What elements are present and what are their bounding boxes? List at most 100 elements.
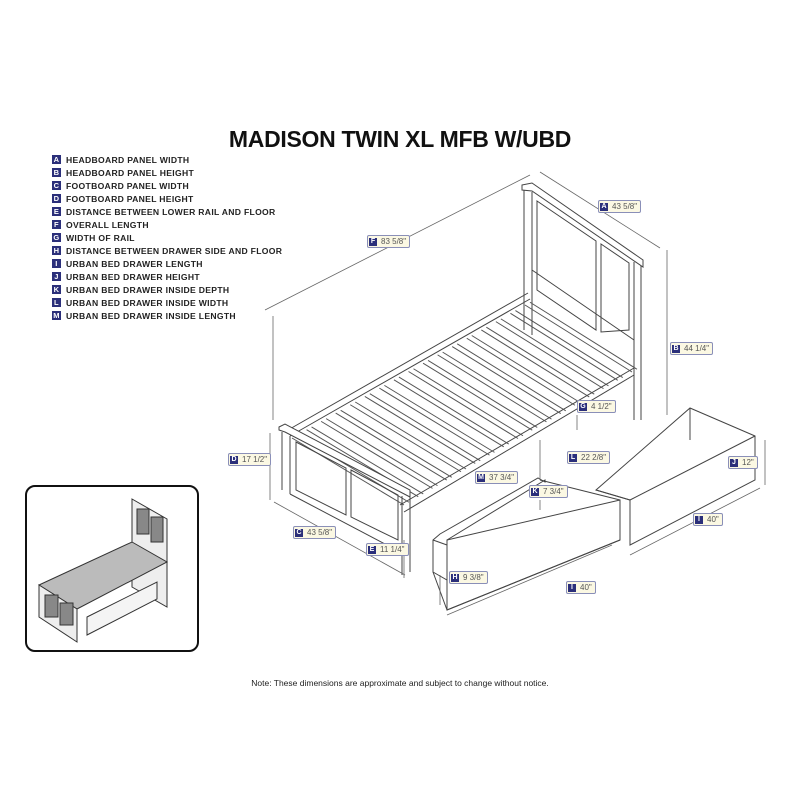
letter-badge: D [52,194,61,203]
slat-line [311,426,424,495]
letter-badge: H [451,573,459,582]
bed-frame [287,292,638,513]
slat-line [354,401,467,470]
dimension-tag-j: J 12" [728,456,758,469]
legend-item: L URBAN BED DRAWER INSIDE WIDTH [52,296,282,309]
letter-badge: E [368,545,376,554]
slat-line [369,393,481,462]
dimension-lines [264,171,766,616]
letter-badge: H [52,246,61,255]
letter-badge: I [568,583,576,592]
legend-text: URBAN BED DRAWER INSIDE DEPTH [66,284,230,295]
legend-text: URBAN BED DRAWER HEIGHT [66,271,200,282]
slat-line [437,354,547,423]
dimension-value: 40" [707,515,719,524]
slat-line [384,384,495,453]
letter-badge: M [52,311,61,320]
slat-line [427,360,538,428]
dimension-tag-g: G 4 1/2" [577,400,616,413]
letter-badge: G [52,233,61,242]
dimension-value: 43 5/8" [307,528,333,537]
legend-text: FOOTBOARD PANEL WIDTH [66,180,189,191]
slat-line [291,437,405,506]
dimension-value: 40" [580,583,592,592]
headboard [521,182,644,420]
slat-line [320,420,433,489]
legend-text: HEADBOARD PANEL WIDTH [66,154,190,165]
slat-line [364,396,476,464]
dimension-tag-i-front: I 40" [566,581,596,594]
legend-item: C FOOTBOARD PANEL WIDTH [52,179,282,192]
dimension-value: 44 1/4" [684,344,710,353]
letter-badge: D [230,455,238,464]
slat-line [481,329,590,398]
diagram-title: MADISON TWIN XL MFB W/UBD [228,126,572,152]
legend-text: URBAN BED DRAWER LENGTH [66,258,203,269]
legend-text: URBAN BED DRAWER INSIDE WIDTH [66,297,229,308]
letter-badge: G [579,402,587,411]
legend-item: H DISTANCE BETWEEN DRAWER SIDE AND FLOOR [52,244,282,257]
slat-line [451,346,562,414]
letter-badge: A [600,202,608,211]
drawer-front [432,477,621,611]
legend-text: URBAN BED DRAWER INSIDE LENGTH [66,310,236,321]
legend-text: DISTANCE BETWEEN DRAWER SIDE AND FLOOR [66,245,283,256]
legend-item: F OVERALL LENGTH [52,218,282,231]
dimension-tag-i-back: I 40" [693,513,723,526]
dimension-tag-a: A 43 5/8" [598,200,642,213]
letter-badge: J [730,458,738,467]
dimension-tag-e: E 11 1/4" [366,543,409,556]
slat-line [510,312,619,381]
letter-badge: C [52,181,61,190]
letter-badge: L [52,298,61,307]
dimension-value: 4 1/2" [591,402,612,411]
slat-line [456,343,567,412]
disclaimer-note: Note: These dimensions are approximate a… [251,678,549,688]
dimension-tag-l: L 22 2/8" [567,451,611,464]
letter-badge: I [695,515,703,524]
legend-text: OVERALL LENGTH [66,219,149,230]
letter-badge: C [295,528,303,537]
dimension-value: 43 5/8" [612,202,638,211]
slat-line [495,321,604,390]
letter-badge: M [477,473,485,482]
legend-text: HEADBOARD PANEL HEIGHT [66,167,195,178]
slat-line [393,379,505,448]
letter-badge: A [52,155,61,164]
legend-text: DISTANCE BETWEEN LOWER RAIL AND FLOOR [66,206,276,217]
letter-badge: L [569,453,577,462]
slat-line [515,310,624,378]
dimension-value: 12" [742,458,754,467]
letter-badge: F [52,220,61,229]
slat-line [340,409,453,478]
slat-line [349,404,462,473]
slat-line [325,418,438,487]
slat-line [398,376,510,445]
dimension-value: 11 1/4" [380,545,405,554]
slat-line [524,304,633,373]
drawer-back [594,407,756,546]
legend-item: G WIDTH OF RAIL [52,231,282,244]
dimension-value: 22 2/8" [581,453,607,462]
footboard [278,423,411,575]
slat-line [471,335,581,403]
legend-text: WIDTH OF RAIL [66,232,135,243]
dimension-value: 9 3/8" [463,573,484,582]
letter-badge: E [52,207,61,216]
dimension-tag-c: C 43 5/8" [293,526,337,539]
dimension-value: 17 1/2" [242,455,268,464]
dimension-value: 83 5/8" [381,237,407,246]
slat-line [529,301,638,370]
slat-line [500,318,609,387]
letter-badge: K [531,487,539,496]
slat-line [335,412,448,481]
